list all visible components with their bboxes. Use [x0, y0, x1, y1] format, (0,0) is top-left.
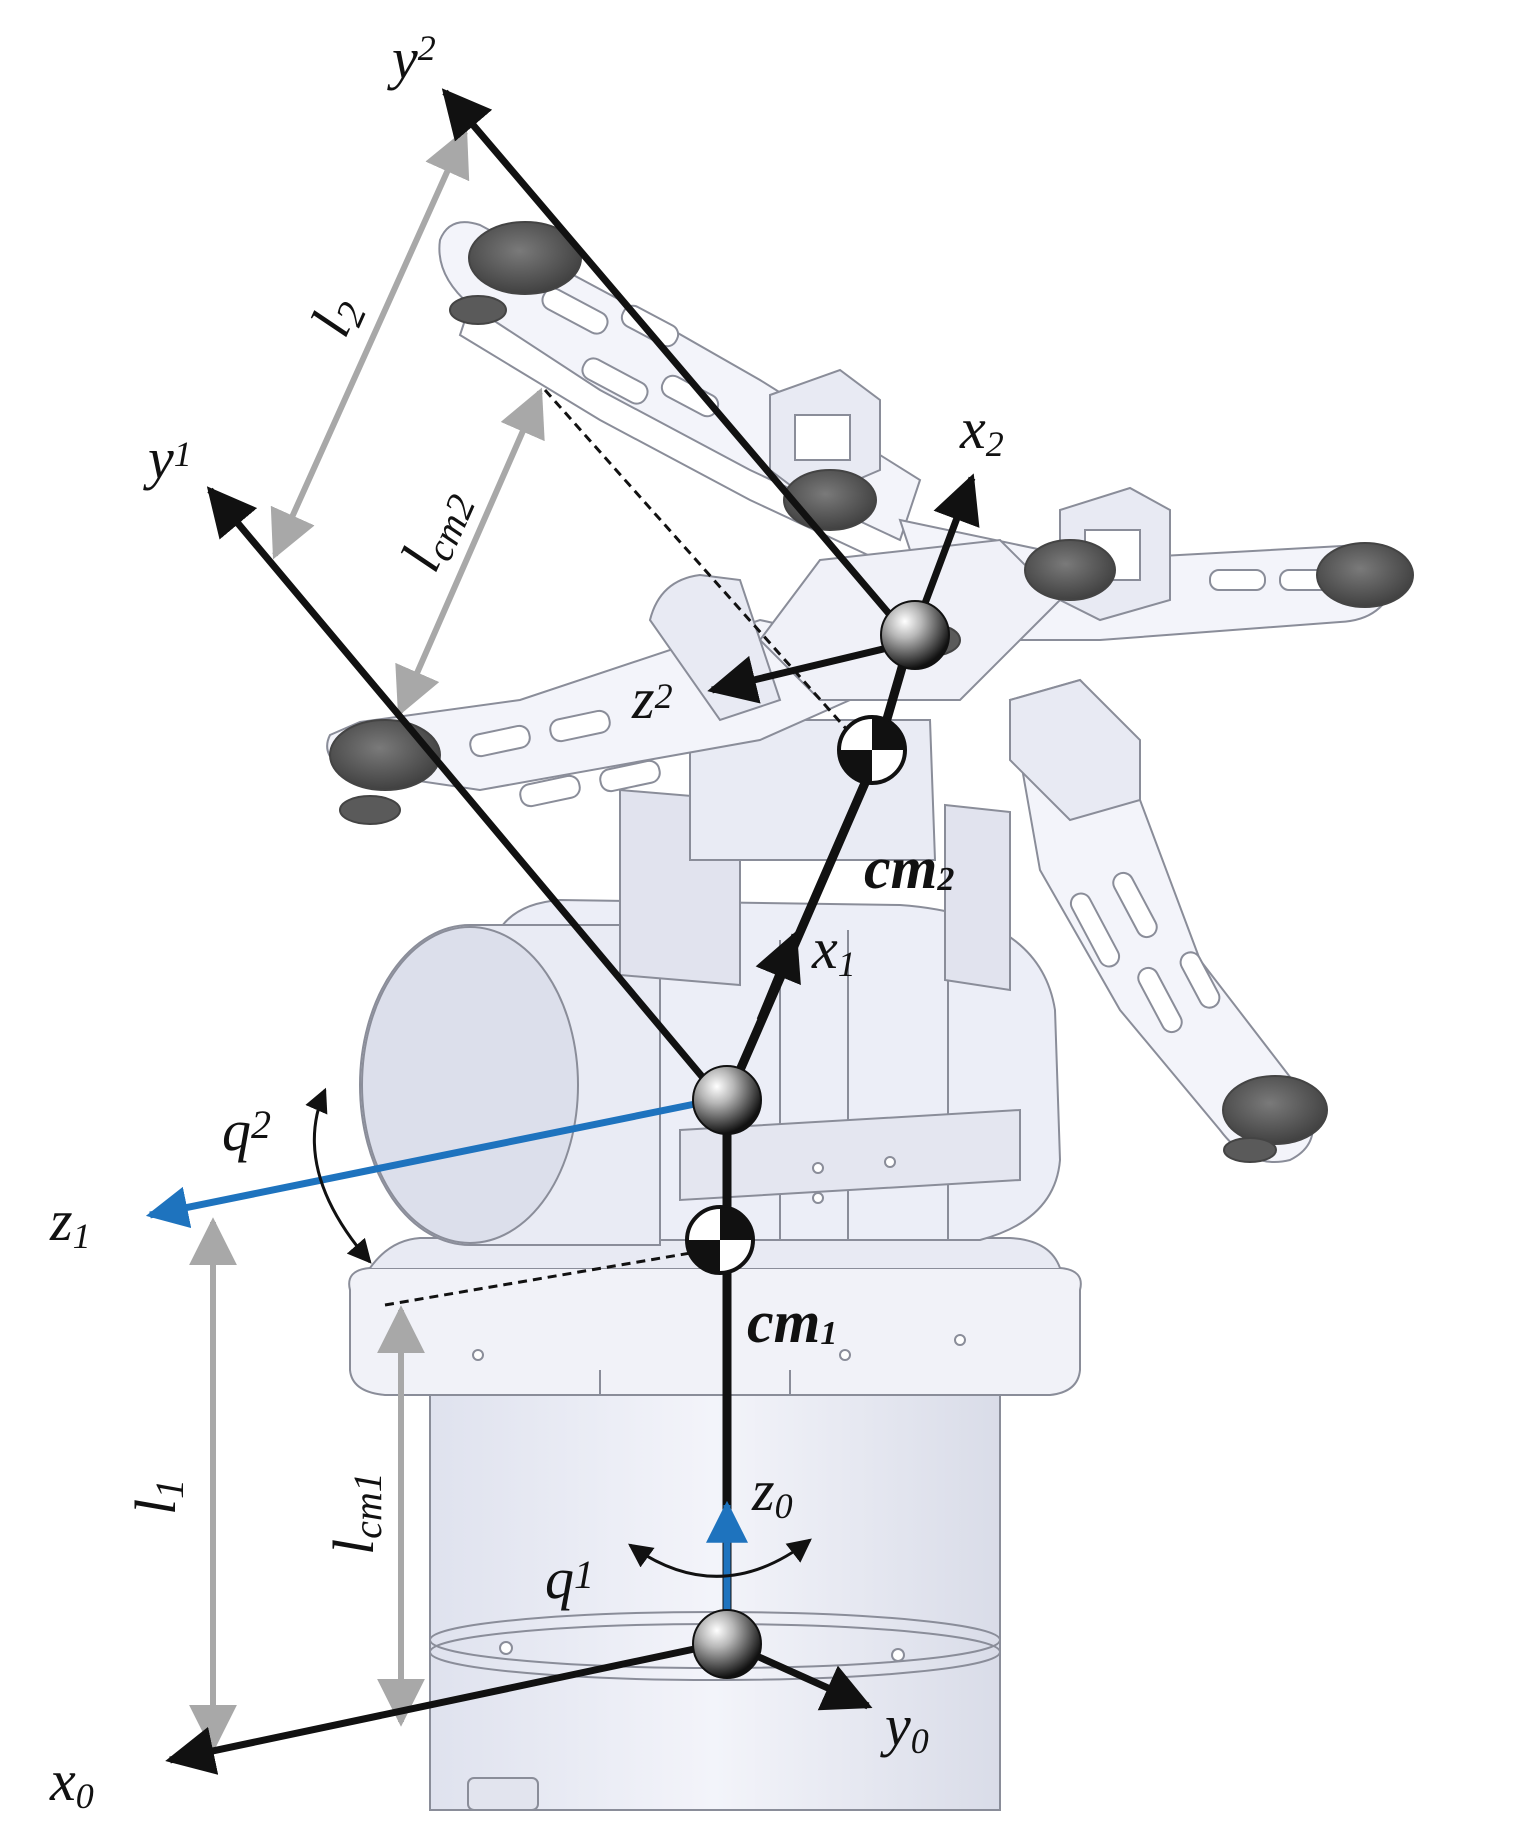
screw: [472, 1349, 484, 1361]
arm-slot: [581, 357, 649, 405]
joint-shoulder: [692, 1065, 762, 1135]
label-z1: z1: [49, 1188, 91, 1256]
suction-pad: [1316, 542, 1414, 608]
arm-slot: [519, 774, 581, 808]
screw: [812, 1162, 824, 1174]
base-flange: [348, 1267, 1082, 1396]
rotation-indicators: [305, 1087, 812, 1578]
screw: [839, 1349, 851, 1361]
q2-rotation-arrow: [305, 1087, 372, 1264]
suction-pad: [339, 795, 401, 825]
suction-pad: [449, 295, 507, 325]
label-q2: q2: [222, 1098, 271, 1163]
label-cm2: cm2: [864, 835, 954, 901]
link-2-lower: [722, 755, 880, 1105]
shoulder-motor-face: [361, 926, 579, 1244]
label-y2: y2: [387, 26, 436, 91]
z1-axis: [145, 1099, 701, 1229]
suction-pad: [783, 469, 877, 531]
gripper-fixture-lower-right: [1009, 678, 1141, 822]
screw: [884, 1156, 896, 1168]
label-y1: y1: [143, 426, 192, 491]
label-cm1: cm1: [747, 1289, 837, 1355]
screw: [891, 1648, 905, 1662]
screw: [499, 1641, 513, 1655]
y2-axis: [441, 88, 911, 639]
label-q1: q1: [545, 1546, 594, 1611]
z2-axis: [707, 641, 901, 704]
screw: [812, 1192, 824, 1204]
label-lcm1: lcm1: [321, 1472, 390, 1555]
joint-base: [692, 1609, 762, 1679]
arm-slot: [1209, 569, 1266, 591]
cm1-marker: [685, 1205, 755, 1275]
suction-pad: [1222, 1075, 1328, 1145]
gripper-fixture-hole: [794, 414, 851, 461]
suction-pad: [1223, 1137, 1277, 1163]
arm-slot: [549, 709, 611, 743]
arm-slot: [1112, 871, 1158, 939]
cm2-marker: [837, 715, 907, 785]
x1-axis: [755, 930, 801, 1022]
label-z2: z2: [631, 666, 673, 731]
q1-rotation-arrow: [628, 1538, 812, 1578]
arm-slot: [541, 287, 609, 335]
label-x0: x0: [49, 1748, 94, 1816]
robot-body: [326, 221, 1397, 1811]
l2-dimension-line: [270, 127, 470, 560]
arm-slot: [1069, 892, 1121, 968]
lcm1-reference: [384, 1246, 721, 1307]
label-z0: z0: [751, 1458, 793, 1526]
y1-axis: [206, 486, 723, 1101]
screw: [954, 1334, 966, 1346]
label-x1: x1: [811, 916, 856, 984]
mounting-bar: [679, 1108, 1021, 1202]
suction-pad: [1024, 539, 1116, 601]
upper-clamp-2: [944, 803, 1011, 992]
label-x2: x2: [959, 396, 1004, 464]
suction-pad: [329, 719, 441, 791]
joints: [692, 600, 950, 1679]
label-l2: l2: [297, 286, 375, 347]
label-lcm2: lcm2: [387, 478, 484, 582]
dashed-references: [384, 389, 867, 1307]
base-slot: [467, 1777, 539, 1811]
joint-elbow: [880, 600, 950, 670]
label-y0: y0: [880, 1693, 929, 1761]
lcm2-dimension-line: [395, 387, 545, 717]
label-l1: l1: [123, 1479, 192, 1515]
arm-slot: [599, 759, 661, 793]
dimensions: [189, 127, 545, 1753]
arm-slot: [1137, 966, 1183, 1034]
lcm2-reference: [543, 389, 867, 751]
arm-slot: [469, 724, 531, 758]
x0-axis: [165, 1640, 719, 1775]
arm-slot: [1179, 951, 1221, 1009]
